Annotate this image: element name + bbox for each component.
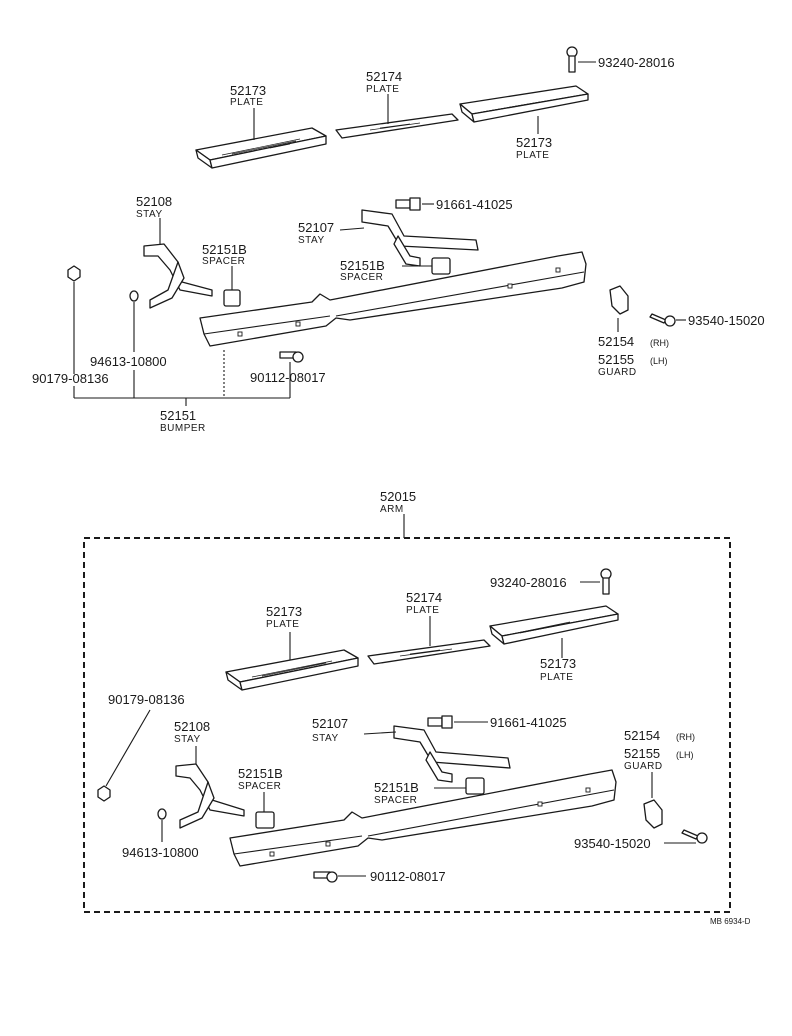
top-stay-left-name: STAY <box>136 209 163 220</box>
top-spacer-left-name: SPACER <box>202 256 245 267</box>
bottom-stay-left-number: 52108 <box>174 719 210 734</box>
top-plate-center-number: 52174 <box>366 69 402 84</box>
bottom-plate-left-number: 52173 <box>266 604 302 619</box>
bottom-spacer-left-name: SPACER <box>238 781 281 792</box>
bottom-bolt-stay-number: 91661-41025 <box>490 715 567 730</box>
bottom-screw-guard-part <box>664 829 708 844</box>
bottom-stay-right-name: STAY <box>312 733 339 744</box>
bottom-plate-center-part <box>367 639 491 665</box>
bottom-plate-right-name: PLATE <box>540 672 573 683</box>
top-plate-center-name: PLATE <box>366 84 399 95</box>
bottom-bolt-bumper-part <box>313 871 366 883</box>
bottom-stay-left-name: STAY <box>174 734 201 745</box>
bottom-spacer-right-part <box>465 777 485 795</box>
bottom-guard-lh-side: (LH) <box>676 750 694 760</box>
top-plate-right-number: 52173 <box>516 135 552 150</box>
bottom-guard-name: GUARD <box>624 761 663 772</box>
bottom-spacer-left-part <box>255 811 275 829</box>
guard-part <box>609 285 629 315</box>
screw-guard-part <box>649 313 686 327</box>
top-stay-right-name: STAY <box>298 235 325 246</box>
bottom-stay-right-part <box>393 725 511 783</box>
top-bolt-stay-number: 91661-41025 <box>436 197 513 212</box>
top-guard-lh-side: (LH) <box>650 356 668 366</box>
top-spacer-left-number: 52151B <box>202 242 247 257</box>
top-washer-number: 94613-10800 <box>90 354 167 369</box>
top-bumper-number: 52151 <box>160 408 196 423</box>
bolt-plate-part <box>566 46 596 73</box>
plate-center-part <box>335 113 459 139</box>
bottom-plate-center-name: PLATE <box>406 605 439 616</box>
bottom-plate-center-number: 52174 <box>406 590 442 605</box>
top-guard-lh-number: 52155 <box>598 352 634 367</box>
bottom-stay-left-part <box>175 763 245 829</box>
bottom-assembly <box>83 514 731 913</box>
bottom-plate-left-name: PLATE <box>266 619 299 630</box>
bottom-arm-name: ARM <box>380 504 404 515</box>
top-nut-number: 90179-08136 <box>32 371 109 386</box>
plate-left-part <box>195 127 327 169</box>
top-plate-left-name: PLATE <box>230 97 263 108</box>
nut-part <box>67 265 81 374</box>
bottom-spacer-left-number: 52151B <box>238 766 283 781</box>
top-bumper-name: BUMPER <box>160 423 206 434</box>
bottom-guard-part <box>643 772 663 829</box>
top-guard-rh-number: 52154 <box>598 334 634 349</box>
top-screw-guard-number: 93540-15020 <box>688 313 765 328</box>
bottom-arm-number: 52015 <box>380 489 416 504</box>
spacer-left-part <box>223 289 241 307</box>
bumper-part <box>199 251 587 347</box>
spacer-right-part <box>431 257 451 275</box>
bottom-stay-right-number: 52107 <box>312 716 348 731</box>
top-guard-rh-side: (RH) <box>650 338 669 348</box>
top-spacer-right-number: 52151B <box>340 258 385 273</box>
bottom-spacer-right-name: SPACER <box>374 795 417 806</box>
top-bolt-plate-number: 93240-28016 <box>598 55 675 70</box>
bolt-stay-part <box>395 197 434 211</box>
arm-boundary <box>83 537 731 913</box>
bolt-bumper-part <box>279 351 304 398</box>
bottom-guard-rh-number: 52154 <box>624 728 660 743</box>
stay-left-part <box>143 243 213 309</box>
bottom-screw-guard-number: 93540-15020 <box>574 836 651 851</box>
bottom-washer-number: 94613-10800 <box>122 845 199 860</box>
top-spacer-right-name: SPACER <box>340 272 383 283</box>
top-plate-right-name: PLATE <box>516 150 549 161</box>
bottom-washer-part <box>157 808 167 842</box>
bottom-bolt-stay-part <box>427 715 488 729</box>
stay-right-part <box>361 209 479 267</box>
top-guard-name: GUARD <box>598 367 637 378</box>
top-plate-left-number: 52173 <box>230 83 266 98</box>
bottom-spacer-right-number: 52151B <box>374 780 419 795</box>
top-assembly <box>67 46 686 406</box>
bottom-bolt-plate-number: 93240-28016 <box>490 575 567 590</box>
bottom-guard-lh-number: 52155 <box>624 746 660 761</box>
bottom-nut-number: 90179-08136 <box>108 692 185 707</box>
washer-part <box>129 290 139 352</box>
bottom-plate-left-part <box>225 649 359 691</box>
bottom-nut-part <box>97 709 151 802</box>
bottom-bolt-plate-part <box>580 568 612 595</box>
plate-right-part <box>459 85 589 123</box>
bottom-guard-rh-side: (RH) <box>676 732 695 742</box>
footer-code: MB 6934-D <box>710 917 751 926</box>
bottom-bolt-bumper-number: 90112-08017 <box>370 869 446 884</box>
top-stay-left-number: 52108 <box>136 194 172 209</box>
bottom-plate-right-number: 52173 <box>540 656 576 671</box>
top-bolt-bumper-number: 90112-08017 <box>250 370 326 385</box>
top-stay-right-number: 52107 <box>298 220 334 235</box>
bottom-plate-right-part <box>489 605 619 645</box>
bottom-bumper-part <box>229 769 617 867</box>
